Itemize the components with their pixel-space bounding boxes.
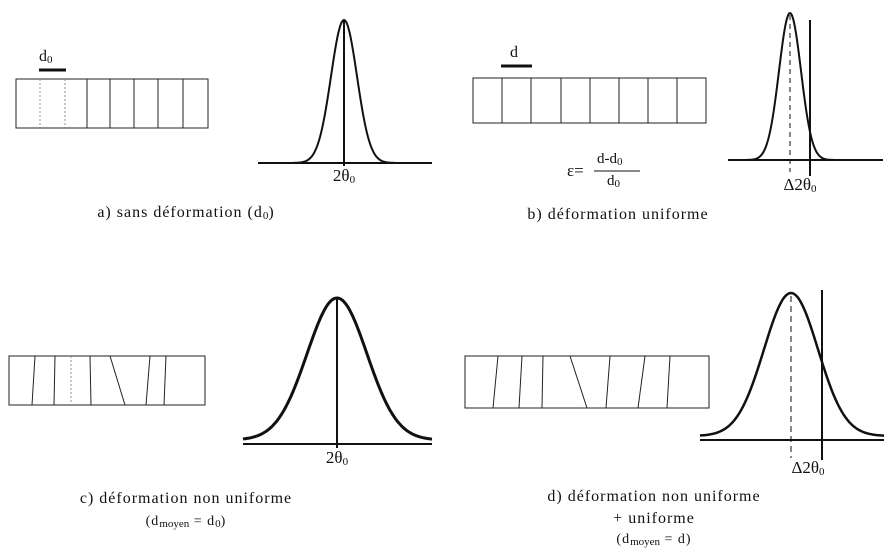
panel-b-caption: b) déformation uniforme [527,206,709,223]
panel-c-peak-curve [242,296,433,441]
panel-b-formula-lhs: ε= [567,161,584,180]
panel-b-formula-numerator: d-d0 [597,151,623,168]
panel-a-dimension-label: d0 [39,48,53,66]
panel-d-caption: d) déformation non uniforme [547,488,761,505]
panel-c-peak-plot [242,296,433,448]
panel-b-formula-denominator: d0 [607,173,620,190]
panel-b-peak-curve [738,11,842,161]
panel-c-condition: (dmoyen = d0) [145,514,227,530]
panel-d-lattice [464,355,710,409]
panel-a-peak-label: 2θ0 [332,166,356,186]
panel-b-peak-plot [728,11,883,176]
panel-a-caption: a) sans déformation (d0) [97,204,275,222]
panel-d-condition: (dmoyen = d) [616,532,692,548]
panel-a-peak-curve [262,18,426,164]
panel-d-caption-line2: + uniforme [613,510,695,527]
panel-a-lattice [15,78,209,129]
panel-d-peak-label: Δ2θ0 [791,458,825,478]
panel-c-caption: c) déformation non uniforme [79,490,293,507]
panel-c-lattice [8,355,206,406]
panel-b-peak-label: Δ2θ0 [783,175,817,195]
panel-c-peak-label: 2θ0 [325,448,349,468]
panel-b-lattice [472,77,707,124]
panel-d-peak-plot [699,290,884,460]
panel-b-dimension-label: d [510,44,518,61]
panel-a-peak-plot [258,18,432,166]
panel-d-peak-curve [699,291,884,437]
